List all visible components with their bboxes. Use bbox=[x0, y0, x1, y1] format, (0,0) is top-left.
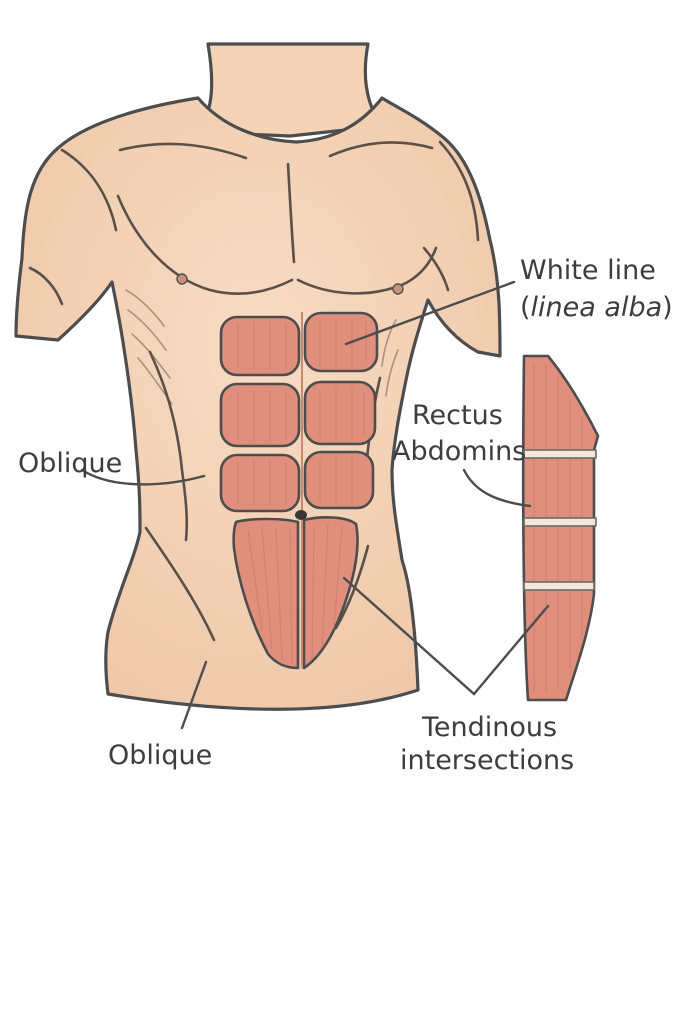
label-tendinous-line2: intersections bbox=[400, 745, 574, 776]
tendinous-band-3 bbox=[523, 581, 595, 591]
label-linea-alba-text: linea alba bbox=[531, 292, 663, 323]
ab-segment-left-1 bbox=[219, 315, 301, 377]
right-iliac-line bbox=[334, 544, 370, 630]
left-clavicle bbox=[118, 142, 248, 160]
label-rectus-line1: Rectus bbox=[412, 400, 503, 431]
leader-lines bbox=[80, 280, 550, 730]
leader-tendinous bbox=[342, 576, 550, 696]
left-pectoral bbox=[116, 194, 294, 295]
right-clavicle bbox=[328, 141, 434, 158]
right-arm-line bbox=[422, 246, 450, 292]
serratus-right-2 bbox=[385, 349, 399, 397]
ab-segment-left-3 bbox=[219, 453, 301, 513]
left-iliac-line bbox=[144, 526, 216, 642]
label-white-line: White line bbox=[520, 255, 656, 286]
tendinous-band-1 bbox=[523, 449, 597, 459]
left-oblique-contour bbox=[148, 350, 189, 542]
left-arm-line bbox=[28, 266, 64, 306]
labels: White line (linea alba) Rectus Abdomins … bbox=[18, 255, 673, 776]
rectus-strip-fibers bbox=[533, 364, 583, 692]
tendinous-band-2 bbox=[523, 517, 597, 527]
leader-oblique-upper bbox=[80, 468, 206, 486]
neck bbox=[196, 42, 384, 138]
ab-lower-right bbox=[302, 516, 359, 670]
label-tendinous-line1: Tendinous bbox=[421, 712, 557, 743]
serratus-right-1 bbox=[381, 319, 397, 367]
sternum-line bbox=[286, 162, 296, 264]
leader-rectus bbox=[462, 468, 532, 508]
serratus-line-2 bbox=[127, 309, 167, 351]
rectus-abdominis-body bbox=[219, 311, 379, 670]
leader-white-line bbox=[344, 280, 516, 346]
serratus-line-1 bbox=[125, 289, 165, 327]
label-linea-alba-open: ( bbox=[520, 292, 531, 323]
right-nipple bbox=[392, 283, 404, 295]
ab-segment-right-3 bbox=[303, 450, 375, 510]
ab-segment-right-1 bbox=[303, 311, 379, 373]
ab-segment-right-2 bbox=[303, 380, 377, 446]
left-shoulder-line bbox=[60, 148, 118, 232]
left-nipple bbox=[176, 273, 188, 285]
ab-lower-left bbox=[232, 517, 300, 670]
label-linea-alba-close: ) bbox=[662, 292, 673, 323]
rectus-abdominis-side-view bbox=[521, 354, 600, 702]
label-oblique-lower: Oblique bbox=[108, 740, 212, 771]
right-shoulder-line bbox=[438, 140, 480, 242]
ab-fibers bbox=[237, 318, 367, 665]
ab-segment-left-2 bbox=[219, 382, 301, 448]
leader-oblique-lower bbox=[180, 660, 208, 730]
label-rectus-line2: Abdomins bbox=[392, 436, 526, 467]
label-oblique-upper: Oblique bbox=[18, 448, 122, 479]
navel bbox=[295, 510, 307, 520]
label-linea-alba: (linea alba) bbox=[520, 292, 673, 323]
